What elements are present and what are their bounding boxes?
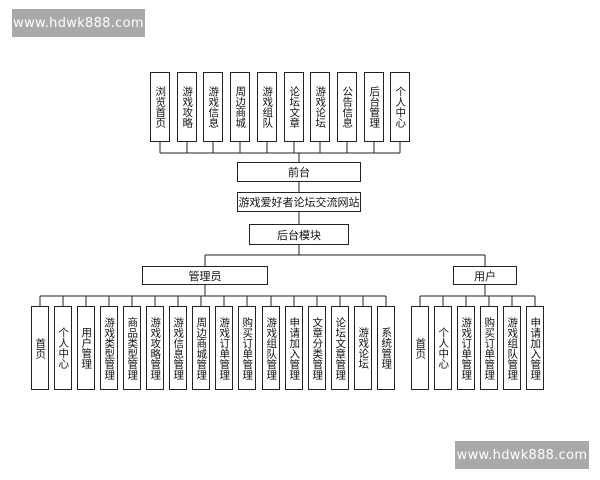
watermark-bottom: www.hdwk888.com [455,441,589,469]
front-module-0: 浏览首页 [150,72,170,142]
admin-module-13: 论坛文章管理 [331,306,349,390]
user-module-5: 申请加入管理 [526,306,544,390]
user-module-2: 游戏订单管理 [457,306,475,390]
front-module-4: 游戏组队 [257,72,277,142]
admin-module-8: 游戏订单管理 [215,306,233,390]
admin-module-5: 游戏攻略管理 [146,306,164,390]
front-module-2: 游戏信息 [203,72,223,142]
backend-box: 后台模块 [249,224,349,245]
admin-module-1: 个人中心 [54,306,72,390]
admin-module-11: 申请加入管理 [285,306,303,390]
admin-module-6: 游戏信息管理 [169,306,187,390]
admin-module-10: 游戏组队管理 [262,306,280,390]
user-module-4: 游戏组队管理 [503,306,521,390]
front-module-8: 后台管理 [364,72,384,142]
admin-box: 管理员 [142,266,268,285]
admin-module-9: 购买订单管理 [238,306,256,390]
user-module-1: 个人中心 [434,306,452,390]
admin-module-4: 商品类型管理 [123,306,141,390]
front-module-5: 论坛文章 [284,72,304,142]
user-module-0: 首页 [411,306,429,390]
watermark-top: www.hdwk888.com [12,9,145,37]
front-module-1: 游戏攻略 [177,72,197,142]
front-module-7: 公告信息 [337,72,357,142]
user-box: 用户 [453,266,517,285]
admin-module-0: 首页 [31,306,49,390]
admin-module-12: 文章分类管理 [308,306,326,390]
admin-module-3: 游戏类型管理 [100,306,118,390]
front-module-6: 游戏论坛 [310,72,330,142]
admin-module-15: 系统管理 [377,306,395,390]
front-box: 前台 [237,162,361,182]
front-module-9: 个人中心 [390,72,410,142]
admin-module-14: 游戏论坛 [354,306,372,390]
user-module-3: 购买订单管理 [480,306,498,390]
admin-module-2: 用户管理 [77,306,95,390]
front-module-3: 周边商城 [230,72,250,142]
site-title-box: 游戏爱好者论坛交流网站 [237,192,361,212]
admin-module-7: 周边商城管理 [192,306,210,390]
